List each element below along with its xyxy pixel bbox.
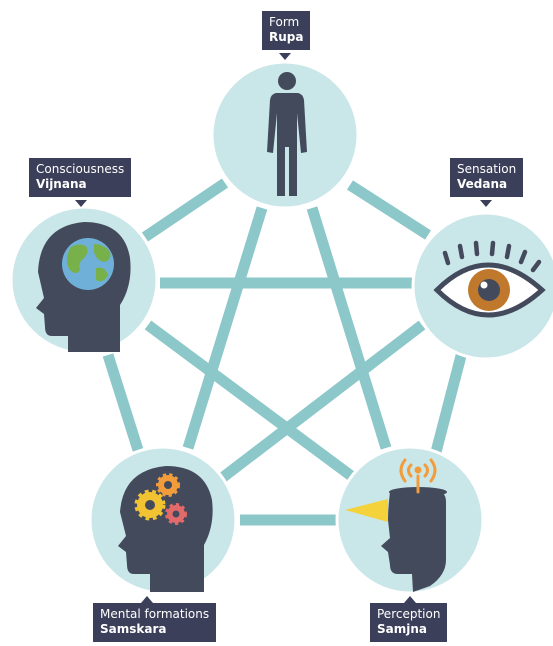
label-consciousness-pointer [75,200,87,207]
label-form: Form Rupa [262,11,311,50]
eyelash-marks [442,240,542,273]
connector-lines [102,178,468,526]
node-sensation [411,211,553,361]
gear-yellow [134,489,166,521]
label-form-pali: Rupa [269,30,304,44]
connector-consciousness-form [141,178,229,242]
label-form-pointer [279,53,291,60]
label-mental-english: Mental formations [100,607,210,621]
head-globe-icon [36,222,131,352]
label-form-english: Form [269,15,300,29]
label-perception: Perception Samjna [370,603,448,642]
label-sensation-pali: Vedana [457,177,508,191]
label-sensation-pointer [480,200,492,207]
light-beam-icon [345,499,388,522]
label-perception-english: Perception [377,607,441,621]
label-perception-pali: Samjna [377,622,427,636]
label-consciousness: Consciousness Vijnana [29,158,132,197]
human-body-icon [267,72,307,196]
head-perception-icon [345,458,447,592]
connector-mental-consciousness [102,353,144,452]
node-mental [88,445,238,595]
gear-orange [156,473,180,497]
label-mental-pali: Samskara [100,622,167,636]
connector-sensation-mental [218,320,426,483]
gear-pink [165,503,187,525]
node-form [210,60,360,210]
label-sensation: Sensation Vedana [450,158,524,197]
connector-sensation-perception [430,350,468,454]
node-perception [335,445,485,595]
label-consciousness-english: Consciousness [36,162,125,176]
label-perception-pointer [404,596,416,603]
label-sensation-english: Sensation [457,162,517,176]
label-consciousness-pali: Vijnana [36,177,87,191]
connector-form-perception [306,206,392,450]
eye-icon [433,240,546,318]
node-consciousness [9,205,159,355]
connector-form-sensation [347,180,431,240]
connector-form-mental [182,206,268,450]
connector-consciousness-perception [144,320,358,483]
label-mental-pointer [141,596,153,603]
label-mental: Mental formations Samskara [93,603,217,642]
signal-icon [399,458,437,494]
head-gears-icon [118,466,213,592]
